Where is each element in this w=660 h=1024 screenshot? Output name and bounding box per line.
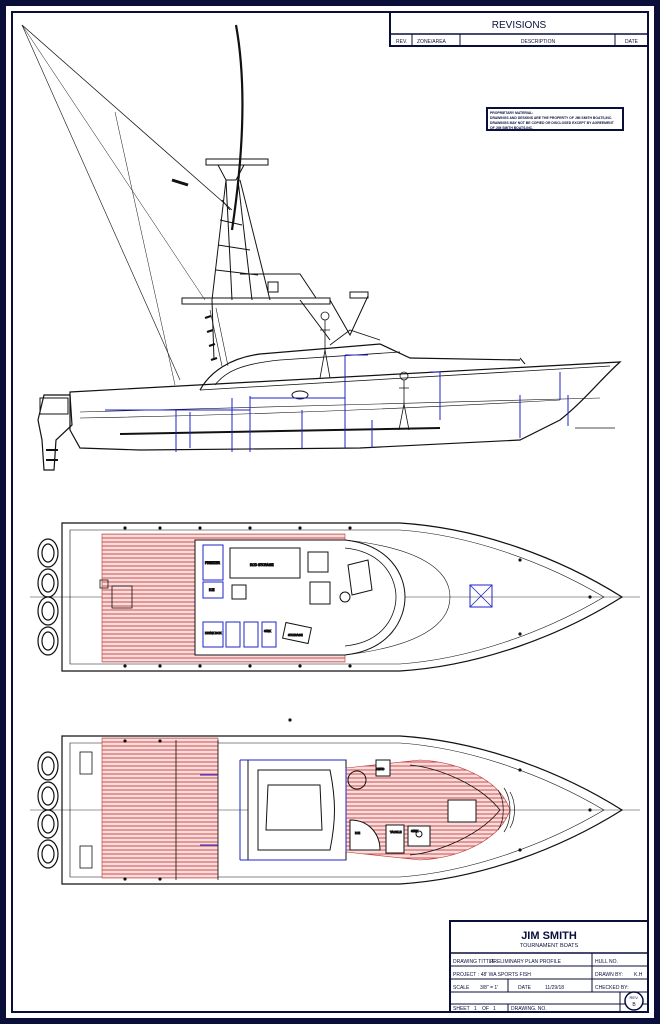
revisions-col-date: DATE [625, 39, 639, 45]
proprietary-line-3: DRAWINGS MAY NOT BE COPIED OR DISCLOSED … [490, 121, 615, 125]
label-ice: ICE [209, 588, 214, 592]
revisions-col-rev: REV. [396, 39, 407, 45]
of-label: OF [482, 1006, 489, 1012]
drawing-title-label: DRAWING TITTLE [453, 959, 496, 965]
rev-circle [624, 991, 644, 1011]
tuna-tower [181, 158, 369, 367]
label-freezer: FREEZER [205, 561, 221, 565]
hull-no-label: HULL NO. [595, 959, 618, 965]
human-figure-fly-bridge [319, 311, 331, 379]
proprietary-note: PROPRIETARY MATERIAL: DRAWINGS AND DESIG… [486, 107, 624, 131]
checked-by-label: CHECKED BY: [595, 985, 629, 991]
scale-value: 3/8" = 1' [480, 985, 498, 991]
revisions-title: REVISIONS [492, 20, 547, 31]
of-value: 1 [493, 1006, 496, 1012]
project-label: PROJECT [453, 972, 476, 978]
revisions-block: REVISIONS REV. ZONE/AREA DESCRIPTION DAT… [389, 11, 649, 47]
proprietary-line-1: PROPRIETARY MATERIAL: [490, 111, 533, 115]
title-block-text: JIM SMITH TOURNAMENT BOATS DRAWING TITTL… [453, 930, 643, 1012]
proprietary-line-4: OF JIM SMITH BOATS,INC. [490, 126, 533, 130]
label-sink-lower: SINK [411, 829, 418, 833]
profile-view [21, 24, 622, 471]
label-sink: SINK [264, 629, 271, 633]
rev-value: B [632, 1002, 636, 1008]
hull-profile [69, 361, 622, 451]
date-value: 11/29/18 [545, 985, 564, 991]
main-deck-engines [37, 538, 59, 656]
drawing-title-value: PRELIMINARY PLAN PROFILE [490, 959, 562, 965]
drawn-by-label: DRAWN BY: [595, 972, 623, 978]
lower-deck-hull-outline [61, 735, 624, 885]
proprietary-line-2: DRAWINGS AND DESIGNS ARE THE PROPERTY OF… [490, 116, 612, 120]
project-value: : 48' WA SPORTS FISH [478, 972, 531, 978]
human-figure-cockpit [398, 371, 410, 431]
company-name: JIM SMITH [521, 930, 577, 942]
lower-deck-engines [37, 751, 59, 869]
revisions-col-zone: ZONE/AREA [417, 39, 447, 45]
label-rod-storage: ROD STORAGE [250, 563, 274, 567]
label-drink-box: DRINK BOX [205, 631, 222, 635]
label-ice-lower: ICE [355, 831, 360, 835]
sheet-value: 1 [474, 1006, 477, 1012]
label-tackle: TACKLE [390, 830, 401, 834]
date-label: DATE [518, 985, 532, 991]
title-block [449, 920, 649, 1013]
lower-deck-plan: TACKLE ICE HEAD SINK [37, 718, 624, 885]
scale-label: SCALE [453, 985, 470, 991]
drawn-by-value: K.H [634, 972, 643, 978]
outboard-engine [37, 394, 73, 471]
outrigger-left [21, 24, 233, 211]
sheet-label: SHEET [453, 1006, 470, 1012]
outrigger-right [230, 24, 244, 231]
label-head: HEAD [376, 767, 385, 771]
lower-deck-teak [101, 737, 219, 879]
revisions-col-description: DESCRIPTION [521, 39, 556, 45]
main-deck-hull-outline [61, 522, 624, 672]
rev-label: REV. [630, 995, 639, 1000]
forward-hatch [469, 584, 493, 608]
company-subtitle: TOURNAMENT BOATS [520, 943, 579, 949]
profile-bulkheads [105, 354, 569, 452]
main-deck-plan: FREEZER ICE ROD STORAGE DRINK BOX SINK S… [37, 522, 624, 672]
label-storage: STORAGE [288, 633, 303, 637]
drawing-no-label: DRAWING. NO. [511, 1006, 547, 1012]
